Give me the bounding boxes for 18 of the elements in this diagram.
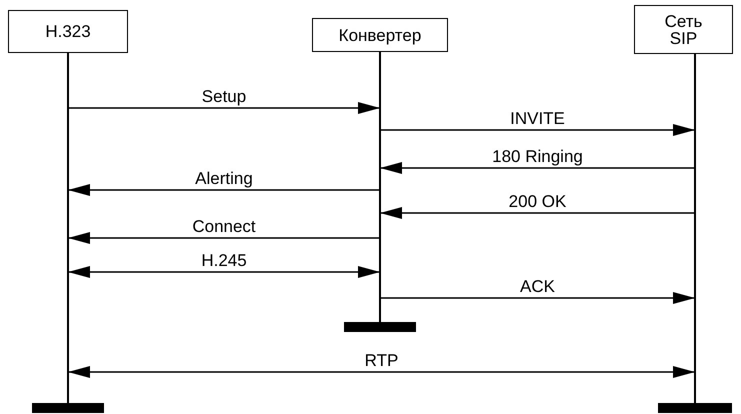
participant-box [8,10,128,53]
participant-name: H.323 [45,23,91,40]
message-arrow [380,124,695,136]
participant-box [634,5,733,54]
message-arrow [68,102,380,114]
lifeline [67,53,69,403]
message-arrow [380,292,695,304]
message-arrow [68,266,380,278]
lifeline [694,54,696,403]
message-arrow [68,184,380,196]
message-arrow [380,207,695,219]
message-arrow [68,366,695,378]
message-arrow [380,162,695,174]
participant-name: Сеть SIP [664,12,704,46]
participant-name: Конвертер [338,26,422,44]
message-arrow [68,232,380,244]
participant-box [312,18,448,52]
lifeline [379,52,381,322]
